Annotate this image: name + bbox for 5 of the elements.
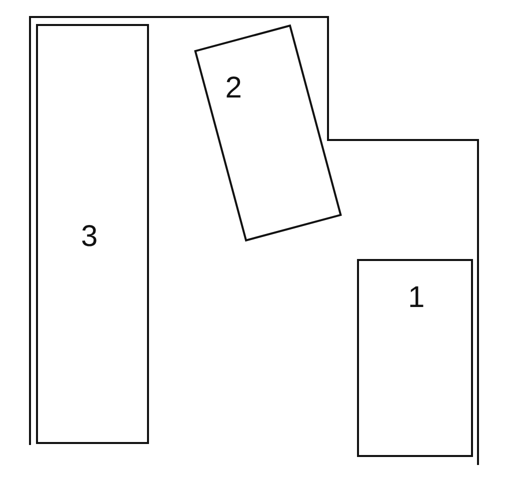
- area-number: 2: [225, 73, 242, 104]
- area-number: 3: [81, 222, 98, 252]
- rectangle-box: [357, 259, 473, 457]
- area-number: 1: [408, 283, 425, 313]
- rectangle-box: [36, 24, 149, 444]
